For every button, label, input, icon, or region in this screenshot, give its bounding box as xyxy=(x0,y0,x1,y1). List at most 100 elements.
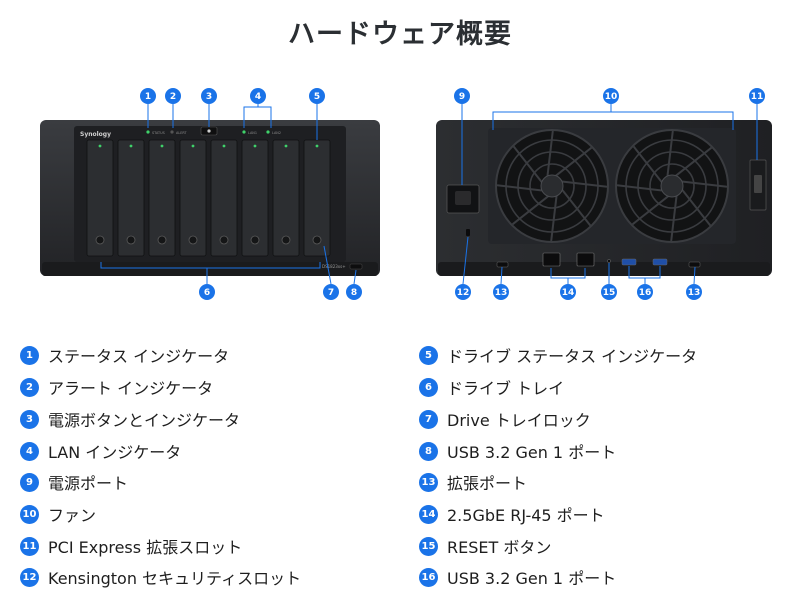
usb-port-2[interactable] xyxy=(652,258,668,266)
legend-badge: 6 xyxy=(419,377,438,397)
drive-tray[interactable] xyxy=(179,139,207,257)
svg-text:16: 16 xyxy=(639,288,652,298)
power-port-socket xyxy=(455,191,471,205)
callout-11: 11 xyxy=(749,88,765,104)
alert-led-label: ALERT xyxy=(176,131,187,135)
drive-tray[interactable] xyxy=(210,139,238,257)
callout-5: 5 xyxy=(309,88,325,104)
svg-text:8: 8 xyxy=(351,288,357,298)
drive-tray-lock[interactable] xyxy=(95,235,105,245)
reset-button[interactable] xyxy=(607,259,611,263)
legend-label: ドライブ ステータス インジケータ xyxy=(447,347,698,366)
usb-port-1[interactable] xyxy=(621,258,637,266)
legend-label: ドライブ トレイ xyxy=(447,379,565,398)
drive-tray[interactable] xyxy=(148,139,176,257)
legend-label: ファン xyxy=(48,506,97,525)
svg-text:9: 9 xyxy=(459,92,465,102)
svg-text:6: 6 xyxy=(204,288,210,298)
drive-tray[interactable] xyxy=(303,139,331,257)
drive-tray-lock[interactable] xyxy=(219,235,229,245)
front-view: Synology STATUS ALERT LAN1 LAN2 DS1823xs… xyxy=(40,120,380,276)
legend-badge: 12 xyxy=(20,567,39,587)
drive-tray[interactable] xyxy=(272,139,300,257)
callout-4: 4 xyxy=(250,88,266,104)
drive-status-led xyxy=(315,144,319,148)
legend-item-10: 10 ファン xyxy=(20,503,96,525)
kensington-slot[interactable] xyxy=(466,229,470,236)
fan-icon xyxy=(495,129,609,243)
legend-label: 電源ポート xyxy=(48,474,129,493)
drive-tray-lock[interactable] xyxy=(281,235,291,245)
fan-icon xyxy=(615,129,729,243)
legend-label: USB 3.2 Gen 1 ポート xyxy=(447,569,617,588)
drive-trays xyxy=(86,139,331,257)
expansion-port-right[interactable] xyxy=(688,261,701,268)
legend-item-4: 4 LAN インジケータ xyxy=(20,440,181,462)
status-led xyxy=(146,130,150,134)
rj45-port-2[interactable] xyxy=(576,252,595,267)
svg-text:1: 1 xyxy=(145,92,151,102)
drive-tray[interactable] xyxy=(117,139,145,257)
lan1-led-label: LAN1 xyxy=(248,131,257,135)
legend-label: PCI Express 拡張スロット xyxy=(48,538,243,557)
drive-tray[interactable] xyxy=(241,139,269,257)
legend-badge: 8 xyxy=(419,441,438,461)
drive-status-led xyxy=(191,144,195,148)
legend-badge: 10 xyxy=(20,504,39,524)
legend-label: LAN インジケータ xyxy=(48,443,182,462)
drive-status-led xyxy=(253,144,257,148)
model-label: DS1823xs+ xyxy=(322,264,346,269)
drive-tray-lock[interactable] xyxy=(312,235,322,245)
svg-text:15: 15 xyxy=(603,288,616,298)
rj45-port-1[interactable] xyxy=(542,252,561,267)
page-title: ハードウェア概要 xyxy=(288,19,512,50)
drive-status-led xyxy=(98,144,102,148)
status-led-label: STATUS xyxy=(152,131,165,135)
pcie-slot-bracket xyxy=(754,175,762,193)
callouts: 1 2 3 4 5 6 7 8 9 10 11 12 13 14 15 16 1… xyxy=(140,88,765,300)
callout-13-right: 13 xyxy=(686,284,702,300)
callout-1: 1 xyxy=(140,88,156,104)
svg-text:4: 4 xyxy=(255,92,261,102)
svg-text:11: 11 xyxy=(751,92,764,102)
front-chassis-base xyxy=(42,262,378,276)
legend-item-16: 16 USB 3.2 Gen 1 ポート xyxy=(419,566,616,588)
lan2-led-label: LAN2 xyxy=(272,131,281,135)
legend-label: 拡張ポート xyxy=(447,474,528,493)
legend-badge: 4 xyxy=(20,441,39,461)
drive-tray-lock[interactable] xyxy=(126,235,136,245)
expansion-port-left[interactable] xyxy=(496,261,509,268)
legend-badge: 16 xyxy=(419,567,438,587)
svg-text:12: 12 xyxy=(457,288,470,298)
legend-item-9: 9 電源ポート xyxy=(20,471,128,493)
legend-badge: 9 xyxy=(20,472,39,492)
svg-text:13: 13 xyxy=(495,288,508,298)
drive-status-led xyxy=(222,144,226,148)
svg-text:14: 14 xyxy=(562,288,575,298)
svg-text:5: 5 xyxy=(314,92,320,102)
svg-text:3: 3 xyxy=(206,92,212,102)
alert-led xyxy=(170,130,174,134)
callout-12: 12 xyxy=(455,284,471,300)
callout-9: 9 xyxy=(454,88,470,104)
leader-lines xyxy=(100,104,758,285)
drive-tray-lock[interactable] xyxy=(157,235,167,245)
front-usb-port[interactable] xyxy=(349,263,363,270)
drive-status-led xyxy=(160,144,164,148)
drive-tray[interactable] xyxy=(86,139,114,257)
drive-tray-lock[interactable] xyxy=(250,235,260,245)
lan2-led xyxy=(266,130,270,134)
callout-15: 15 xyxy=(601,284,617,300)
legend-badge: 11 xyxy=(20,536,39,556)
drive-tray-lock[interactable] xyxy=(188,235,198,245)
svg-text:7: 7 xyxy=(328,288,334,298)
callout-6: 6 xyxy=(199,284,215,300)
svg-text:13: 13 xyxy=(688,288,701,298)
